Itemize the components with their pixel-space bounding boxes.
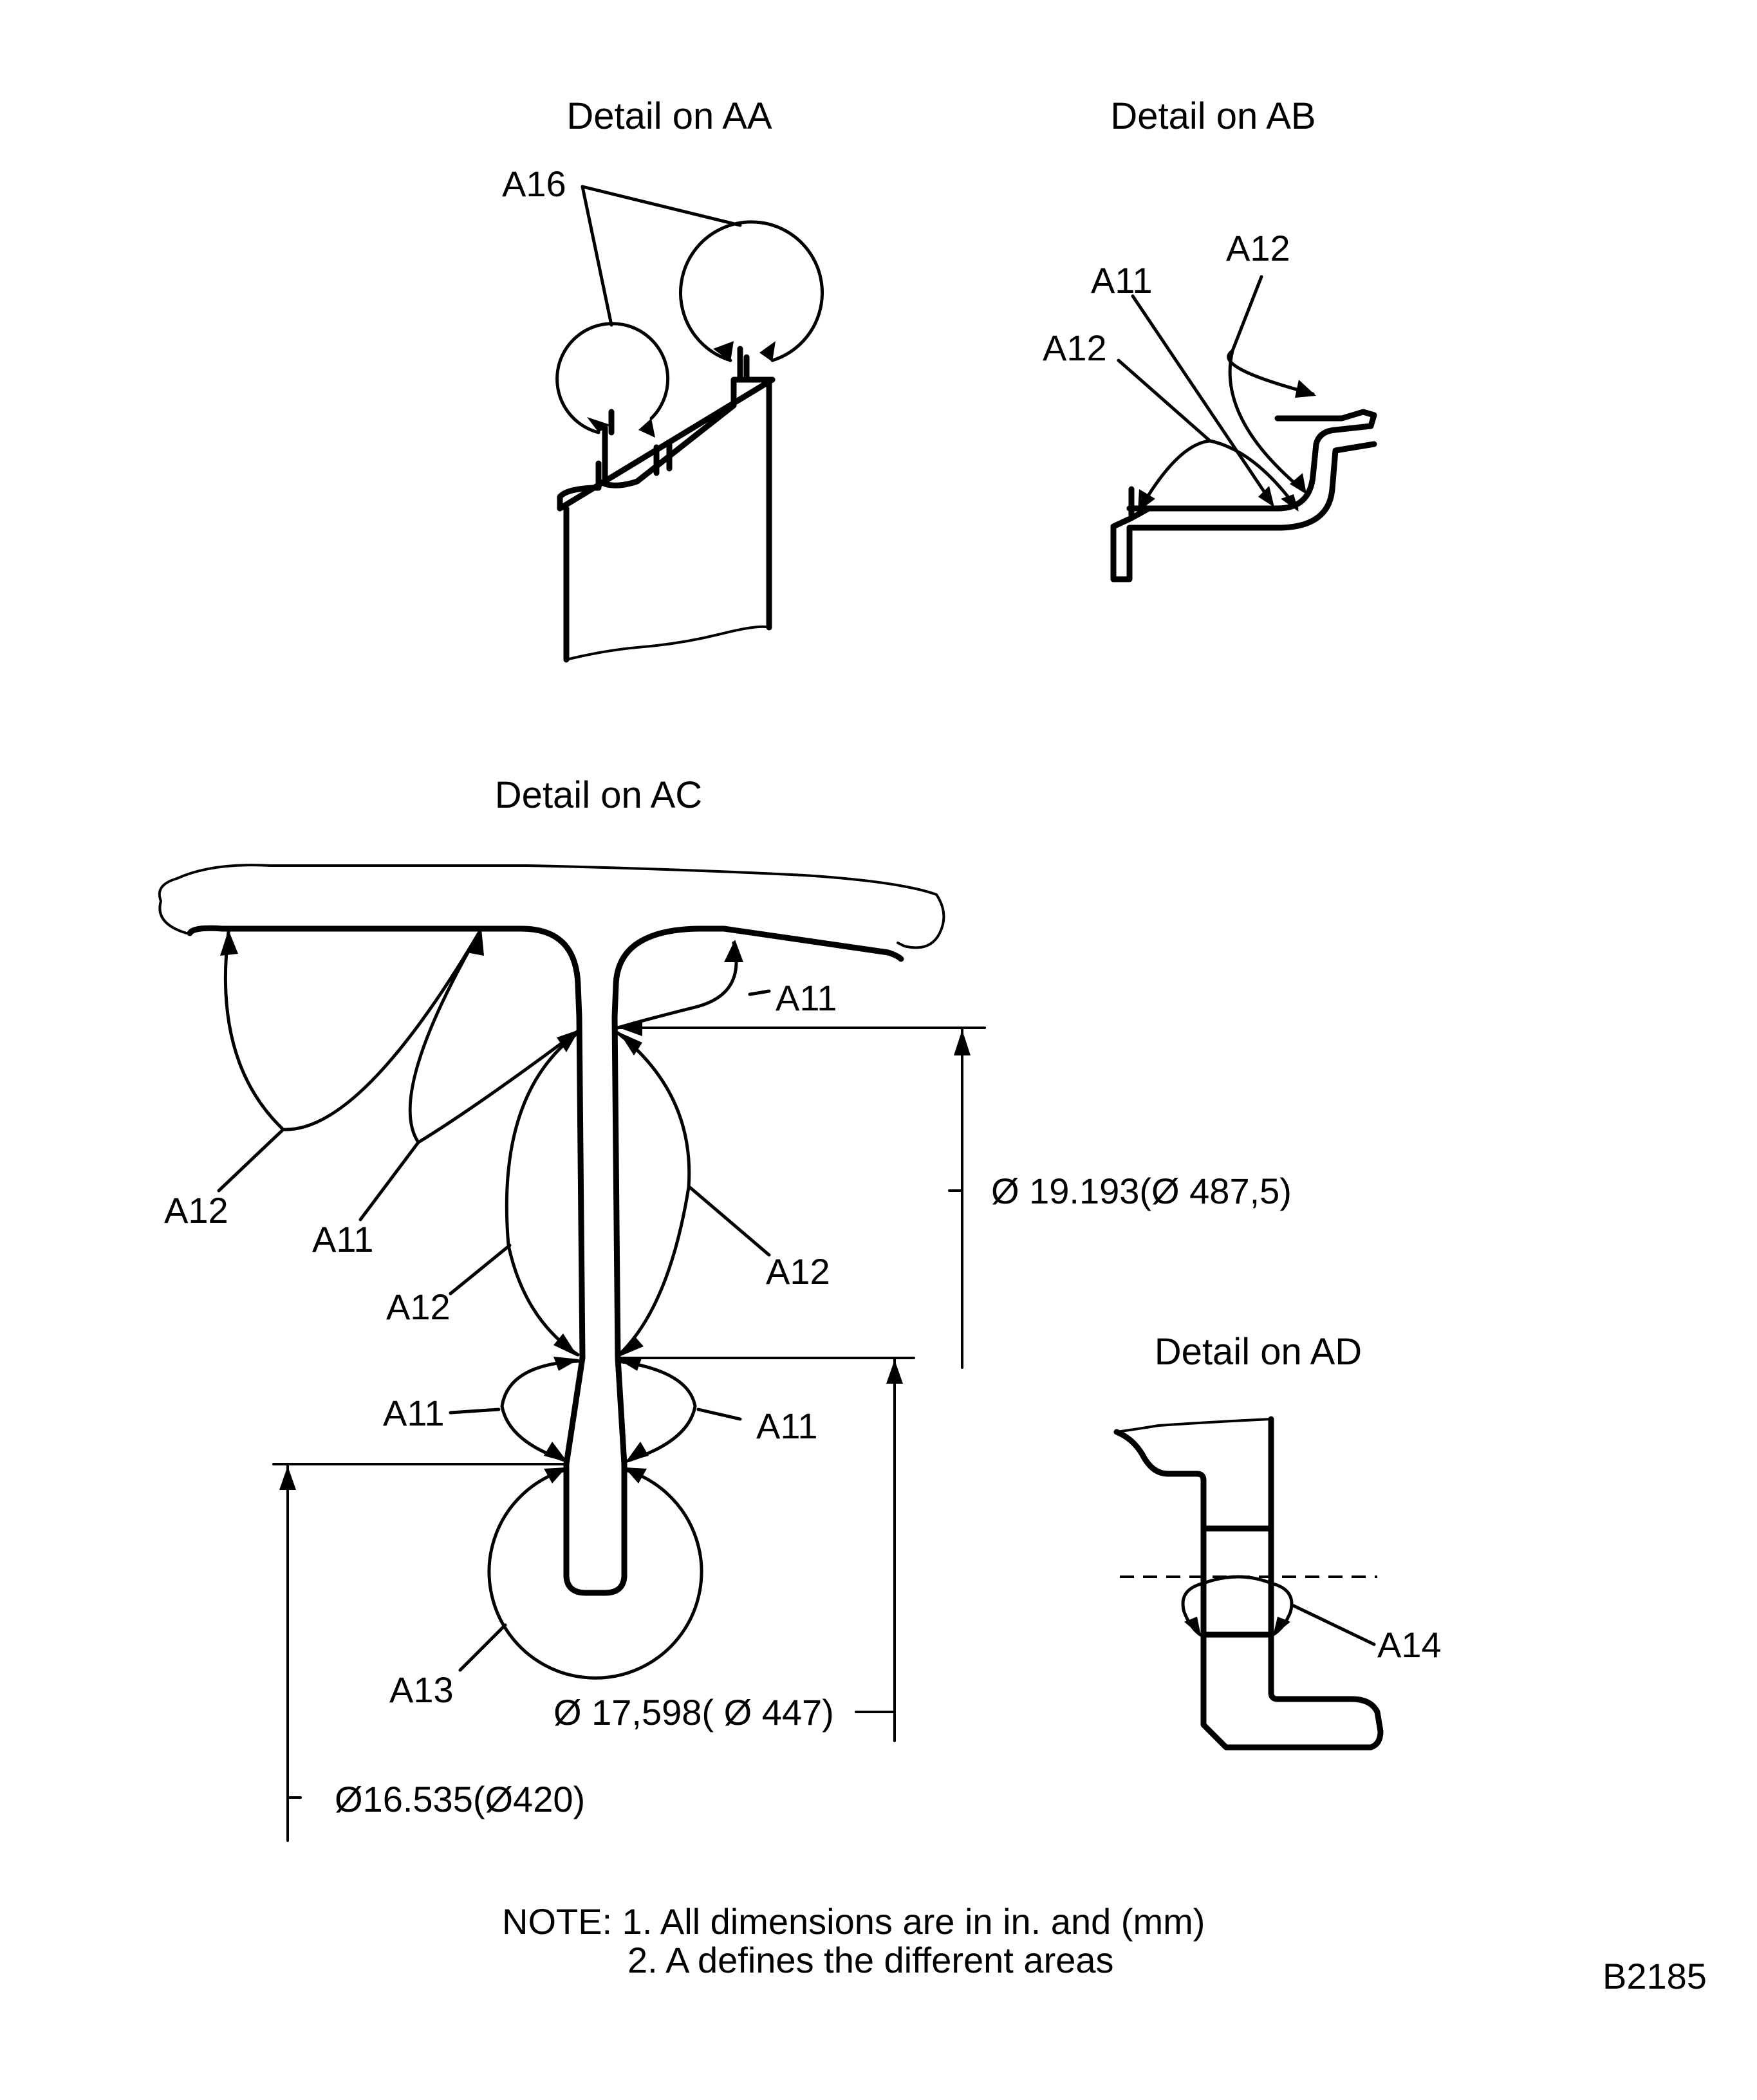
- leader-line: [696, 1408, 742, 1421]
- ac-label-a11-waist-left: A11: [383, 1393, 444, 1433]
- ac-label-a13: A13: [389, 1669, 454, 1710]
- arrowhead: [619, 1335, 644, 1357]
- ac-a11-waist-right-arc: [616, 1359, 697, 1463]
- ac-label-a11-left: A11: [312, 1219, 373, 1259]
- ac-dimension-inner: Ø16.535(Ø420): [335, 1779, 585, 1819]
- arrowhead: [1273, 1617, 1290, 1636]
- note-block: NOTE: 1. All dimensions are in in. and (…: [502, 1901, 1205, 1980]
- ab-a12-lower-arc2: [1208, 439, 1299, 510]
- detail-ab: Detail on AB A12 A11 A12: [1043, 95, 1377, 582]
- leader-line: [358, 1140, 420, 1222]
- arrowhead: [759, 341, 776, 362]
- drawing-number: B2185: [1603, 1956, 1707, 1996]
- leader-line: [1292, 1604, 1376, 1646]
- detail-ac-title: Detail on AC: [495, 774, 702, 816]
- note-line-2: 2. A defines the different areas: [628, 1940, 1114, 1980]
- ab-a12-lower-arc: [1139, 439, 1212, 510]
- detail-ab-label-a12-lower: A12: [1043, 328, 1107, 368]
- aa-part-outline: [557, 346, 776, 663]
- detail-ac: Detail on AC Ø 19.193(Ø 487,5) Ø 17,598(…: [158, 774, 1292, 1842]
- detail-ab-label-a12-upper: A12: [1226, 228, 1290, 268]
- arrowhead: [618, 1357, 642, 1371]
- ab-a12-upper-arc: [1227, 349, 1315, 396]
- arrowhead: [713, 341, 734, 362]
- detail-aa-label-a16: A16: [502, 163, 566, 204]
- ac-a13-circle: [487, 1469, 703, 1680]
- ac-a11-left-arc2: [416, 1029, 580, 1144]
- ad-part-outline: [1113, 1416, 1384, 1751]
- ac-dimension-lines: Ø 19.193(Ø 487,5) Ø 17,598( Ø 447) Ø16.5…: [272, 1027, 1292, 1842]
- ac-dimension-outer: Ø 19.193(Ø 487,5): [991, 1171, 1292, 1211]
- ac-a12-right-web-arc: [616, 1031, 691, 1357]
- ac-a11-top-arc: [616, 941, 738, 1030]
- detail-aa: Detail on AA A16: [502, 95, 824, 663]
- arrowhead: [553, 1357, 579, 1371]
- arrowhead: [724, 940, 743, 962]
- leader-line: [217, 1128, 285, 1193]
- ad-a14-top-arc: [1202, 1575, 1273, 1585]
- detail-ab-title: Detail on AB: [1110, 95, 1315, 137]
- arrowhead: [1258, 486, 1274, 507]
- ab-a12-upper-arc2: [1228, 349, 1305, 492]
- arrowhead: [1138, 489, 1155, 512]
- leader-line: [1117, 358, 1212, 443]
- leader-line: [458, 1623, 507, 1672]
- ac-label-a12-right-web: A12: [766, 1251, 830, 1292]
- leader-line: [581, 185, 742, 227]
- ac-break-line: [158, 864, 945, 949]
- ab-part-outline: [1110, 409, 1377, 582]
- arrowhead: [1290, 473, 1306, 494]
- detail-aa-title: Detail on AA: [566, 95, 772, 137]
- leader-line: [1131, 294, 1273, 504]
- arrowhead: [626, 1442, 649, 1462]
- ac-dimension-middle: Ø 17,598( Ø 447): [553, 1692, 834, 1733]
- arrowhead: [886, 1360, 903, 1384]
- note-line-1: NOTE: 1. All dimensions are in in. and (…: [502, 1901, 1205, 1942]
- arrowhead: [624, 1467, 647, 1483]
- leader-line: [581, 185, 613, 327]
- ac-label-a11-waist-right: A11: [756, 1406, 817, 1446]
- arrowhead: [1281, 494, 1299, 512]
- arrowhead: [619, 1019, 642, 1036]
- arrowhead: [1295, 380, 1316, 398]
- leader-line: [688, 1185, 771, 1257]
- arrowhead: [544, 1467, 566, 1483]
- detail-ad-title: Detail on AD: [1155, 1331, 1362, 1373]
- ac-a12-left-outer-arc: [223, 930, 481, 1131]
- arrowhead: [553, 1333, 578, 1357]
- ac-a12-left-web-arc: [505, 1031, 580, 1357]
- ac-label-a11-top: A11: [776, 978, 837, 1018]
- leader-line: [449, 1243, 512, 1296]
- detail-ab-label-a11: A11: [1091, 260, 1152, 301]
- aa-circle-small: [555, 322, 670, 438]
- arrowhead: [220, 930, 238, 956]
- ad-label-a14: A14: [1377, 1624, 1442, 1665]
- leader-line: [449, 1408, 501, 1415]
- ac-a11-waist-left-arc: [500, 1359, 580, 1463]
- arrowhead: [587, 417, 610, 432]
- aa-circle-large: [679, 220, 824, 362]
- arrowhead: [638, 418, 655, 438]
- arrowhead: [544, 1442, 568, 1462]
- ac-label-a12-left-web: A12: [386, 1287, 451, 1327]
- arrowhead: [1184, 1617, 1201, 1636]
- leader-line: [748, 989, 771, 996]
- detail-ad: Detail on AD A14: [1113, 1331, 1442, 1751]
- arrowhead: [954, 1030, 971, 1055]
- arrowhead: [619, 1032, 642, 1055]
- arrowhead: [279, 1466, 296, 1490]
- leader-line: [1231, 275, 1263, 353]
- ac-a11-left-arc: [408, 930, 481, 1144]
- ac-label-a12-left-outer: A12: [164, 1190, 228, 1231]
